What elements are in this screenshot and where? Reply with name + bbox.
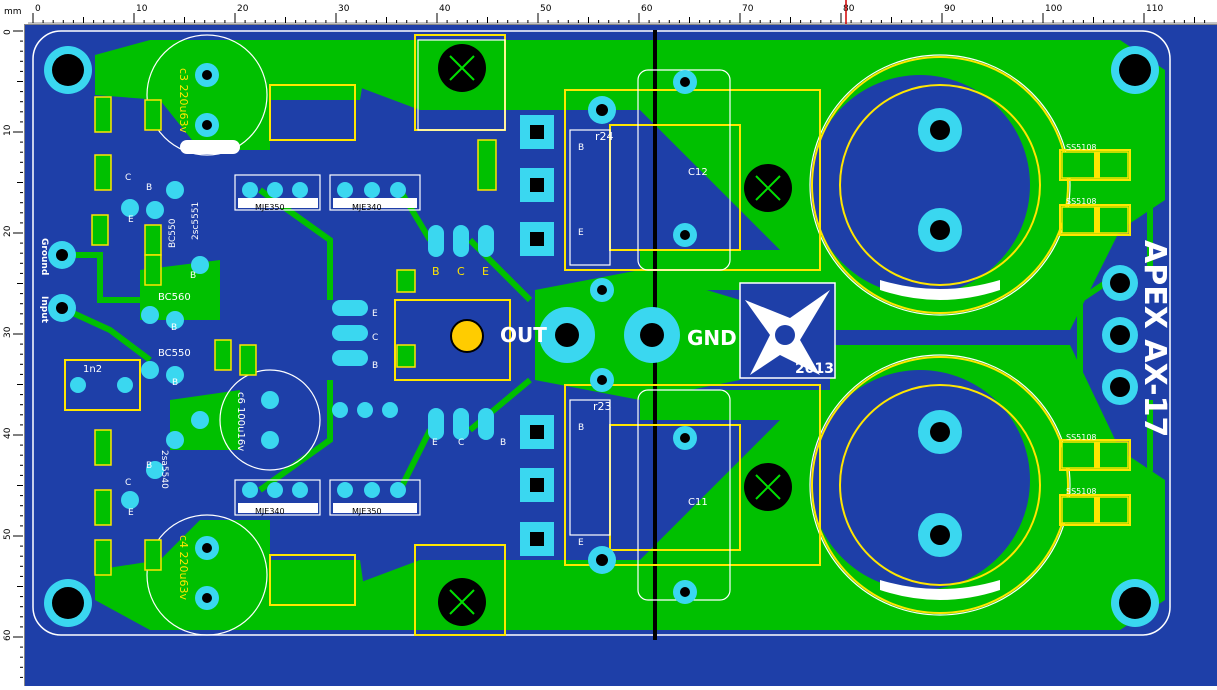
q-bc550-mid-label: BC550 <box>158 348 191 359</box>
c6-label: c6 100u16v <box>235 392 246 451</box>
input-label: Input <box>39 296 49 324</box>
q-bc550-top-label: BC550 <box>168 218 178 248</box>
big-capacitor-outline <box>809 54 1071 616</box>
ruler-unit: mm <box>0 0 28 24</box>
pin-letter: B <box>146 183 152 193</box>
shunt-resistor <box>1061 151 1129 524</box>
ruler-tick-label: 10 <box>136 4 148 14</box>
r58-label: SS5108 <box>1066 487 1097 496</box>
ruler-tick-label: 60 <box>641 4 653 14</box>
copper-clearance <box>415 75 1030 590</box>
pin-letter: B <box>578 423 584 433</box>
ruler-left: 0 10 20 30 40 50 60 <box>0 24 25 686</box>
transistor-pad <box>520 115 554 556</box>
silk-fill <box>180 140 417 513</box>
cap-polarity-band <box>880 580 1000 600</box>
apex-logo <box>739 282 836 379</box>
ruler-tick-label: 20 <box>3 225 13 237</box>
pin-e-label: E <box>482 265 489 278</box>
mounting-hole <box>44 46 1159 627</box>
board-outline <box>32 30 1171 636</box>
ruler-tick-label: 0 <box>35 4 41 14</box>
c12-label: C12 <box>688 167 708 178</box>
ground-label: Ground <box>39 238 49 275</box>
r24-label: r24 <box>595 130 614 143</box>
c11-label: C11 <box>688 497 708 508</box>
mje350-bot-label: MJE350 <box>352 507 382 516</box>
ruler-tick-label: 60 <box>3 629 13 641</box>
pin-letter: B <box>578 143 584 153</box>
trimmer-pot <box>450 319 484 353</box>
pin-letter: E <box>128 508 134 518</box>
ruler-tick-label: 100 <box>1045 4 1062 14</box>
thermal-marker <box>438 44 792 626</box>
board-title: APEX AX-17 <box>1137 240 1172 437</box>
r23-label: r23 <box>593 400 612 413</box>
pin-letter: C <box>458 438 464 448</box>
pin-letter: E <box>578 538 584 548</box>
pin-letter: B <box>172 378 178 388</box>
pin-letter: C <box>125 478 131 488</box>
q-bc560-label: BC560 <box>158 292 191 303</box>
c4-label: c4 220u63v <box>177 535 190 601</box>
c3-label: c3 220u63v <box>177 68 190 134</box>
r57-label: SS5108 <box>1066 433 1097 442</box>
ruler-tick-label: 50 <box>540 4 552 14</box>
ruler-tick-label: 80 <box>843 4 855 14</box>
r56-label: SS5108 <box>1066 197 1097 206</box>
pin-letter: B <box>190 271 196 281</box>
ruler-tick-label: 50 <box>3 528 13 540</box>
ruler-top-ticks: 0 10 20 30 40 50 60 70 80 90 100 110 <box>0 0 1217 24</box>
pin-letter: C <box>372 333 378 343</box>
pin-b-label: B <box>432 265 440 278</box>
ruler-tick-label: 70 <box>742 4 754 14</box>
ruler-tick-label: 20 <box>237 4 249 14</box>
mje350-top-label: MJE350 <box>255 203 285 212</box>
pin-letter: E <box>578 228 584 238</box>
logo-year: 2013 <box>795 361 834 377</box>
c1-label: 1n2 <box>83 364 102 375</box>
pin-letter: E <box>432 438 438 448</box>
pin-letter: C <box>125 173 131 183</box>
pcb-board[interactable]: OUT GND Ground Input APEX AX-17 2013 C12… <box>25 25 1217 686</box>
pin-letter: B <box>171 323 177 333</box>
big-capacitor-silk <box>811 56 1069 614</box>
round-pad <box>48 63 1138 610</box>
cap-polarity-band <box>880 280 1000 300</box>
r55-label: SS5108 <box>1066 143 1097 152</box>
pin-letter: E <box>128 215 134 225</box>
ruler-tick-label: 40 <box>439 4 451 14</box>
pin-letter: B <box>146 461 152 471</box>
ruler-tick-label: 110 <box>1146 4 1163 14</box>
oval-pad <box>332 225 494 440</box>
pin-letter: B <box>372 361 378 371</box>
q-2sc5551-label: 2sc5551 <box>191 202 201 240</box>
ruler-top: 0 10 20 30 40 50 60 70 80 90 100 110 <box>0 0 1217 25</box>
pin-letter: B <box>500 438 506 448</box>
pin-letter: E <box>372 309 378 319</box>
mje340-bot-label: MJE340 <box>255 507 285 516</box>
pin-c-label: C <box>457 265 465 278</box>
ruler-tick-label: 0 <box>3 29 13 35</box>
ruler-tick-label: 30 <box>3 326 13 338</box>
q-2sa5540-label: 2sa5540 <box>159 450 169 489</box>
ruler-tick-label: 90 <box>944 4 956 14</box>
out-label: OUT <box>500 323 547 347</box>
ruler-tick-label: 30 <box>338 4 350 14</box>
smd-resistor <box>91 96 497 576</box>
ruler-left-ticks: 0 10 20 30 40 50 60 <box>3 29 23 678</box>
mje340-top-label: MJE340 <box>352 203 382 212</box>
ruler-tick-label: 40 <box>3 427 13 439</box>
pcb-canvas[interactable]: OUT GND Ground Input APEX AX-17 2013 C12… <box>25 25 1217 686</box>
silk-outline <box>146 34 731 636</box>
ruler-tick-label: 10 <box>3 124 13 136</box>
gnd-label: GND <box>687 326 737 350</box>
